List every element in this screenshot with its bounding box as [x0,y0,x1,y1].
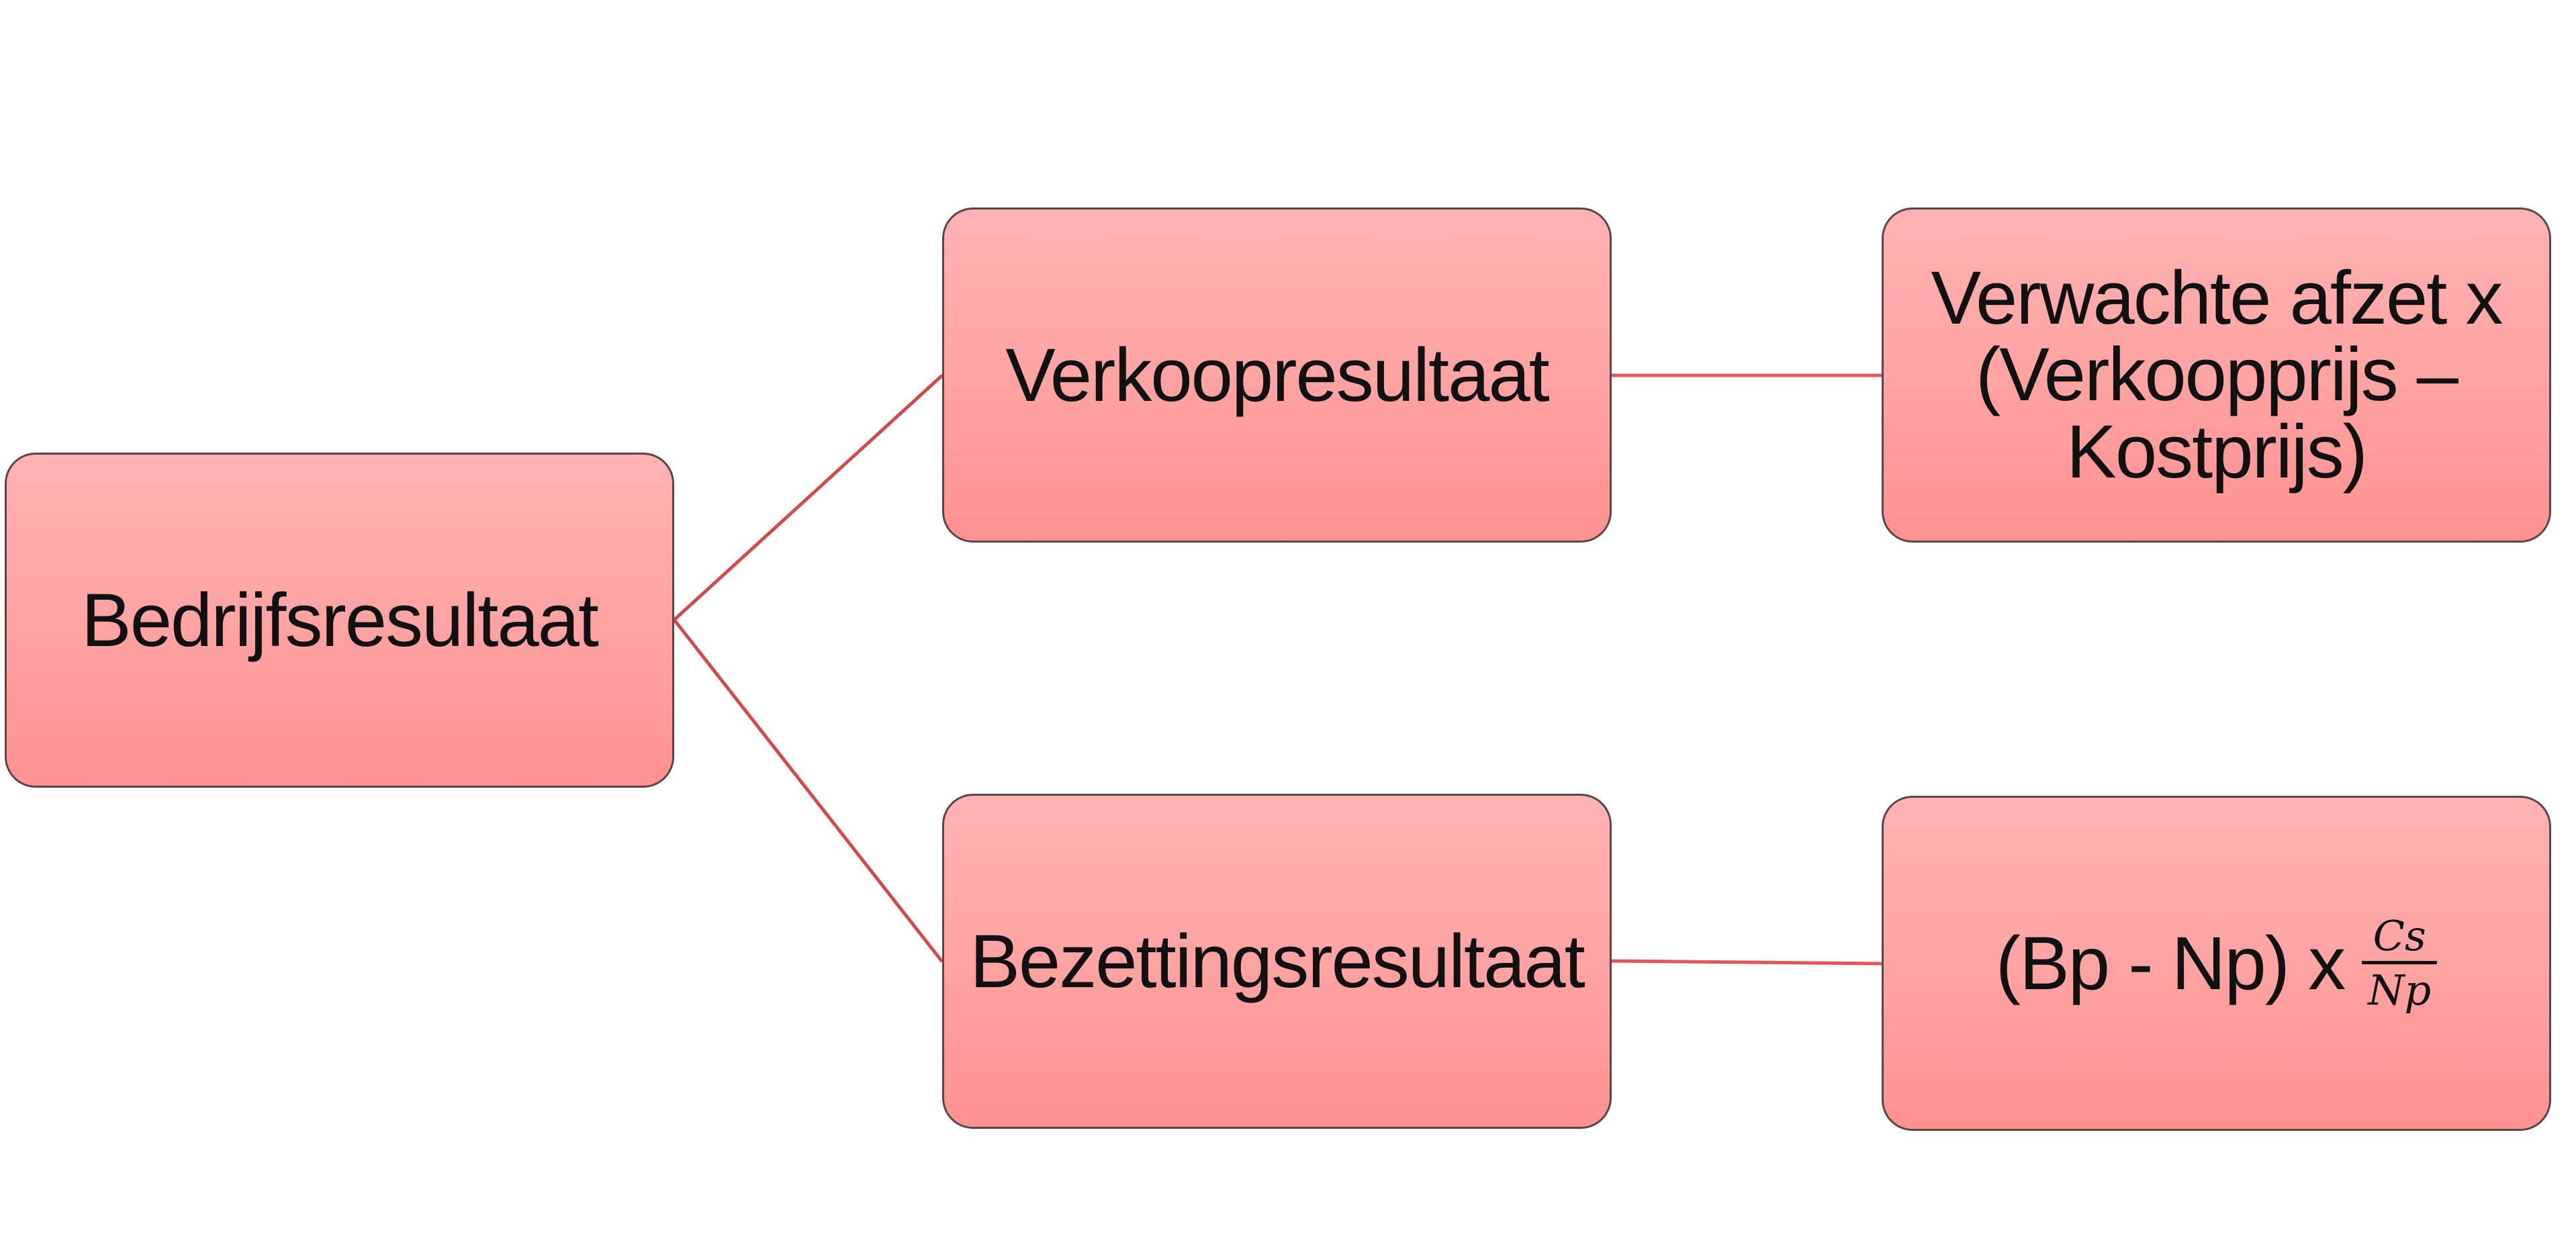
node-bezettingsresultaat-formula: (Bp - Np) x Cs Np [1882,796,2551,1131]
formula-prefix: (Bp - Np) x [1995,921,2346,1005]
formula-line: Kostprijs) [2066,409,2368,494]
node-verkoopresultaat-formula: Verwachte afzet x (Verkoopprijs – Kostpr… [1882,208,2551,543]
formula-line: Verwachte afzet x [1931,256,2503,340]
node-label: Bedrijfsresultaat [81,578,599,662]
connector-root-to-verkoop [673,374,944,621]
fraction-bar [2362,961,2438,964]
node-label: Verkoopresultaat [1005,332,1550,417]
fraction-denominator: Np [2368,966,2432,1015]
connector-root-to-bezetting [673,618,944,963]
fraction-numerator: Cs [2373,911,2426,960]
node-bezettingsresultaat: Bezettingsresultaat [942,794,1612,1129]
formula-line: (Verkoopprijs – [1975,332,2458,417]
connector-bezetting-to-formula [1611,959,1882,966]
fraction: Cs Np [2362,911,2438,1015]
formula-expression: (Bp - Np) x Cs Np [1995,911,2438,1015]
node-verkoopresultaat: Verkoopresultaat [942,208,1612,543]
formula-text: Verwachte afzet x (Verkoopprijs – Kostpr… [1931,256,2503,494]
node-label: Bezettingsresultaat [970,919,1585,1003]
node-bedrijfsresultaat: Bedrijfsresultaat [5,453,674,788]
